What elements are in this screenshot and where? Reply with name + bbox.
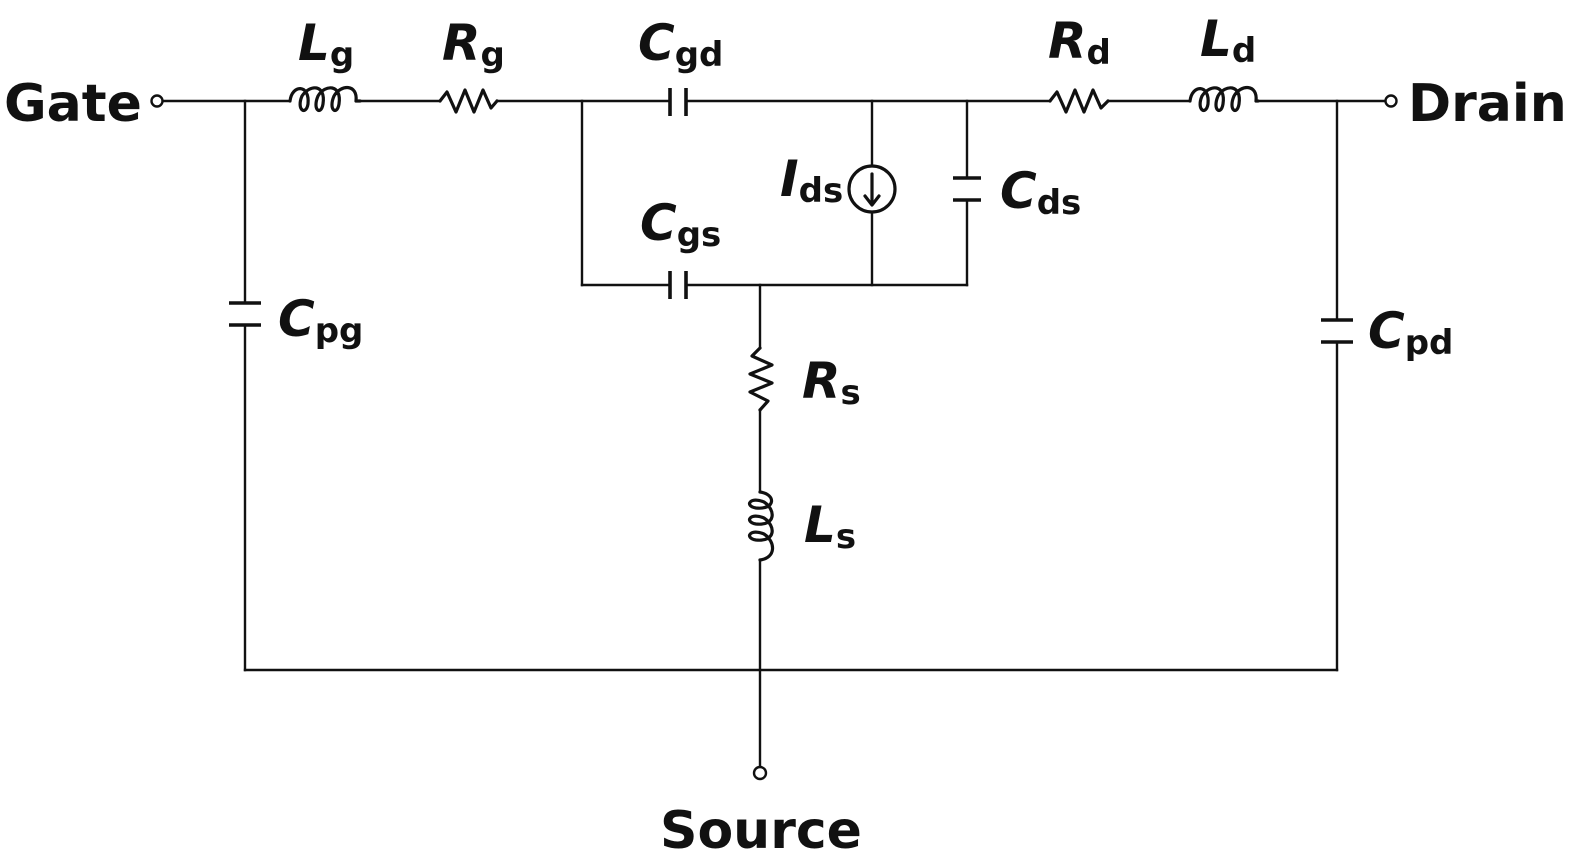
gate-terminal xyxy=(150,94,164,108)
label-ld: Ld xyxy=(1200,10,1256,71)
label-cgs: Cgs xyxy=(640,194,721,255)
label-cds: Cds xyxy=(1000,162,1081,223)
source-label: Source xyxy=(660,801,862,861)
capacitor-cds-symbol xyxy=(953,176,981,202)
drain-label: Drain xyxy=(1408,74,1567,134)
resistor-rd-symbol xyxy=(1048,88,1110,114)
capacitor-cpd-symbol xyxy=(1321,318,1353,344)
label-rs: Rs xyxy=(802,352,861,413)
label-rd: Rd xyxy=(1048,12,1111,73)
label-rg: Rg xyxy=(442,14,505,75)
gate-label: Gate xyxy=(4,74,142,134)
capacitor-cpg-symbol xyxy=(229,301,261,327)
label-lg: Lg xyxy=(298,14,354,75)
resistor-rg-symbol xyxy=(438,88,499,114)
drain-terminal xyxy=(1384,94,1398,108)
label-cgd: Cgd xyxy=(638,14,723,75)
resistor-rs-symbol xyxy=(748,346,774,412)
label-cpd: Cpd xyxy=(1368,302,1453,363)
label-ids: Ids xyxy=(780,150,843,211)
source-terminal xyxy=(752,765,768,781)
inductor-ls-symbol xyxy=(747,490,775,562)
inductor-lg-symbol xyxy=(288,86,362,113)
current-source-ids-symbol xyxy=(847,164,897,214)
label-ls: Ls xyxy=(804,496,856,557)
wires xyxy=(161,99,1387,768)
inductor-ld-symbol xyxy=(1188,86,1260,113)
label-cpg: Cpg xyxy=(278,290,363,351)
capacitor-cgs-symbol xyxy=(668,271,688,299)
capacitor-cgd-symbol xyxy=(668,88,688,116)
